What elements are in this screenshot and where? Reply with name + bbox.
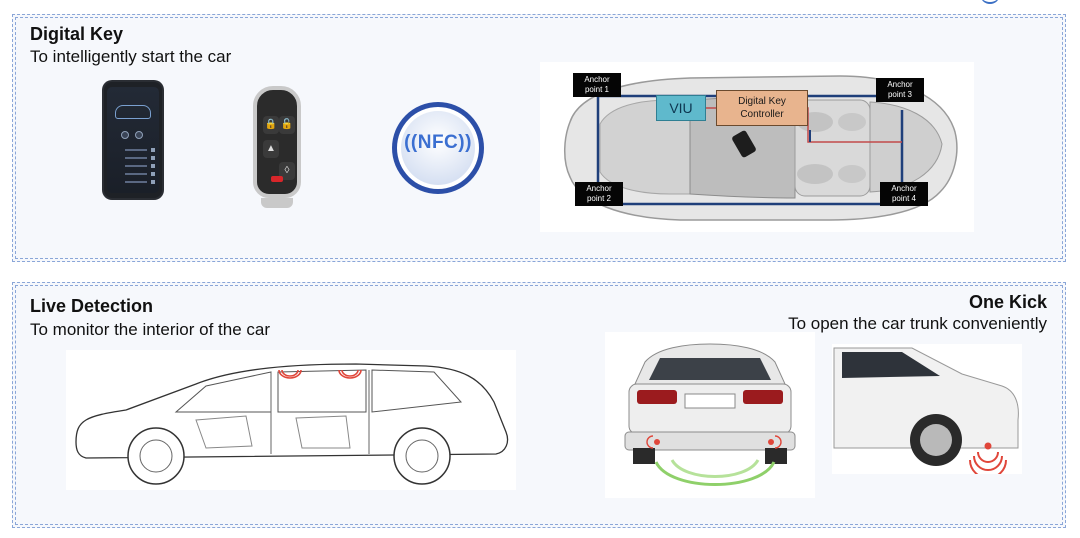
phone-menu-line bbox=[125, 172, 155, 176]
key-fob-image: 🔒 🔓 ▲ ◊ bbox=[253, 86, 301, 208]
wireframe-seat bbox=[295, 415, 351, 449]
sensor-wave-left bbox=[646, 435, 654, 449]
interior-sensor-signal-1 bbox=[278, 369, 302, 379]
kick-zone-arc-inner bbox=[670, 459, 760, 478]
phone-car-icon bbox=[115, 105, 151, 119]
side-window bbox=[842, 352, 940, 378]
fob-key-tip bbox=[261, 198, 293, 208]
sensor-wave bbox=[977, 451, 999, 463]
fob-unlock-icon: 🔓 bbox=[279, 116, 295, 134]
tire-right bbox=[765, 448, 787, 464]
wireframe-seat bbox=[195, 415, 253, 449]
wiring-loop bbox=[596, 96, 904, 206]
panel-border-outer bbox=[12, 282, 1066, 528]
fob-remote-start-icon: ◊ bbox=[279, 162, 295, 180]
phone-lock-icon bbox=[121, 131, 129, 139]
sensor-wave bbox=[973, 455, 1003, 471]
tire-left bbox=[633, 448, 655, 464]
fob-lock-icon: 🔒 bbox=[263, 116, 279, 134]
phone-menu-line bbox=[125, 164, 155, 168]
rear-window bbox=[649, 358, 771, 380]
digital-key-subtitle: To intelligently start the car bbox=[30, 47, 232, 66]
digital-key-module bbox=[732, 130, 756, 158]
sensor-wave-right bbox=[774, 435, 782, 449]
tail-light-right bbox=[743, 390, 783, 404]
interior-sensor-signal-2 bbox=[338, 369, 362, 379]
kick-sensor bbox=[984, 442, 992, 450]
kick-sensor-left bbox=[654, 439, 660, 445]
license-plate bbox=[684, 393, 736, 409]
wireframe-wheel-rear bbox=[393, 427, 451, 485]
rear-bumper bbox=[624, 431, 796, 451]
live-detection-title: Live Detection bbox=[30, 296, 154, 316]
wireframe-hub-front bbox=[139, 439, 173, 473]
car-side-kick-view bbox=[832, 344, 1022, 474]
viu-box: VIU bbox=[656, 95, 706, 121]
anchor-point-2: Anchor point 2 bbox=[575, 182, 623, 206]
fob-panic-button bbox=[271, 176, 283, 182]
live-detection-subtitle: To monitor the interior of the car bbox=[30, 320, 271, 339]
wireframe-wheel-front bbox=[127, 427, 185, 485]
top-corner-arc bbox=[980, 0, 1000, 4]
phone-menu-line bbox=[125, 156, 155, 160]
nfc-label: ((NFC)) bbox=[404, 132, 472, 153]
fob-trunk-icon: ▲ bbox=[263, 140, 279, 158]
wireframe-hub-rear bbox=[405, 439, 439, 473]
tail-light-left bbox=[637, 390, 677, 404]
kick-zone-signal bbox=[654, 459, 776, 486]
kick-sensor-right bbox=[768, 439, 774, 445]
one-kick-title: One Kick bbox=[968, 292, 1047, 312]
smartphone-image bbox=[104, 82, 162, 198]
wireframe-body bbox=[75, 363, 509, 459]
phone-menu-line bbox=[125, 148, 155, 152]
anchor-point-4: Anchor point 4 bbox=[880, 182, 928, 206]
anchor-point-3: Anchor point 3 bbox=[876, 78, 924, 102]
car-rear-view bbox=[605, 332, 815, 498]
nfc-badge-icon: ((NFC)) bbox=[392, 102, 484, 194]
car-seat bbox=[797, 164, 833, 184]
nfc-inner bbox=[401, 111, 475, 185]
phone-screen bbox=[107, 87, 159, 193]
wireframe-window bbox=[277, 369, 367, 413]
digital-key-title: Digital Key bbox=[30, 24, 124, 44]
car-side-wireframe bbox=[66, 350, 516, 490]
sensor-wave bbox=[969, 459, 1007, 474]
wireframe-window bbox=[371, 369, 463, 413]
panel-border-outer bbox=[12, 14, 1066, 262]
digital-key-controller-box: Digital Key Controller bbox=[716, 90, 808, 126]
phone-menu-line bbox=[125, 180, 155, 184]
panel-border-inner bbox=[15, 285, 1063, 525]
anchor-point-1: Anchor point 1 bbox=[573, 73, 621, 97]
car-seat bbox=[838, 113, 866, 131]
side-rim bbox=[920, 424, 952, 456]
one-kick-subtitle: To open the car trunk conveniently bbox=[788, 314, 1047, 333]
panel-border-inner bbox=[15, 17, 1063, 259]
phone-unlock-icon bbox=[135, 131, 143, 139]
kick-zone-arc-outer bbox=[654, 461, 776, 486]
car-seat bbox=[838, 165, 866, 183]
